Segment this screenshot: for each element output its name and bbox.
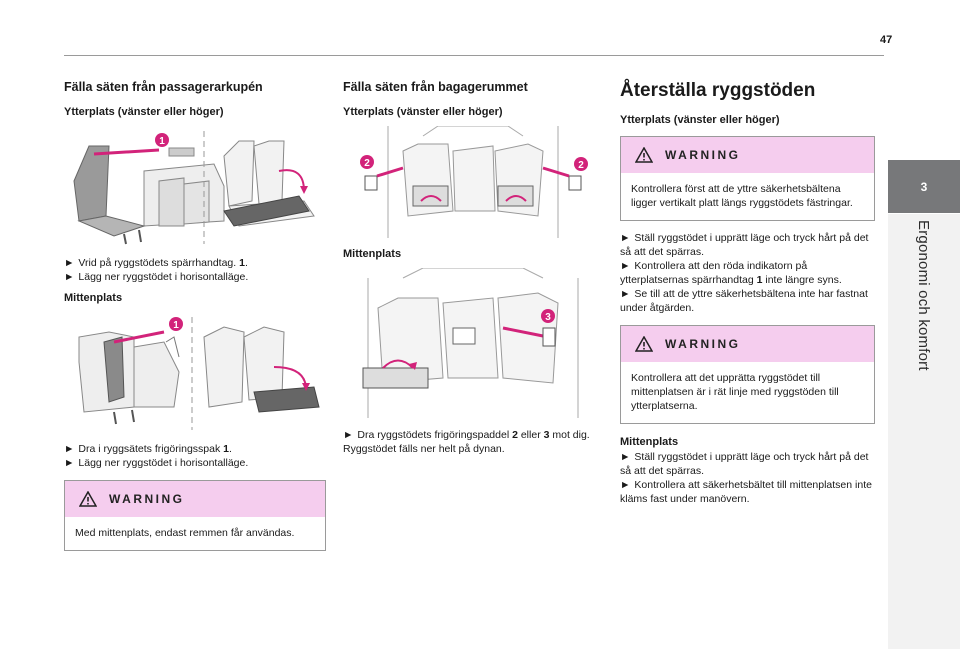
list-item: ►Vrid på ryggstödets spärrhandtag. 1.	[64, 257, 248, 269]
figure-callout: 3	[545, 312, 551, 323]
section-heading: Återställa ryggstöden	[620, 80, 816, 101]
subheading: Mittenplats	[343, 248, 402, 260]
subheading: Ytterplats (vänster eller höger)	[343, 106, 503, 118]
warning-text: Kontrollera att det upprätta ryggstödet …	[631, 372, 839, 412]
trunk-illustration-1: 2 2	[360, 126, 588, 238]
trunk-figure-middle: 3	[343, 268, 605, 418]
bullet-icon: ►	[620, 288, 631, 300]
warning-box: WARNING Med mittenplats, endast remmen f…	[64, 480, 326, 551]
warning-header: WARNING	[65, 481, 325, 517]
chapter-side-bar	[888, 214, 960, 649]
page-number: 47	[880, 34, 893, 46]
figure-callout: 1	[173, 320, 179, 331]
list-item: ►Kontrollera att säkerhetsbältet till mi…	[620, 479, 872, 505]
warning-box: WARNING Kontrollera att det upprätta ryg…	[620, 325, 875, 424]
list-item: ►Ställ ryggstödet i upprätt läge och try…	[620, 451, 869, 477]
trunk-illustration-2: 3	[362, 268, 579, 418]
warning-header: WARNING	[621, 137, 874, 173]
warning-text: Med mittenplats, endast remmen får använ…	[75, 527, 295, 539]
list-item: ►Se till att de yttre säkerhetsbältena i…	[620, 288, 868, 314]
subheading: Mittenplats	[64, 292, 123, 304]
warning-title: WARNING	[665, 337, 741, 351]
seat-illustration-2: 1	[78, 317, 320, 430]
trunk-figure-outer: 2 2	[343, 126, 605, 238]
warning-triangle-icon	[635, 336, 653, 352]
warning-header: WARNING	[621, 326, 874, 362]
bullet-icon: ►	[64, 443, 75, 455]
instruction-list-2: ►Dra i ryggsätets frigöringsspak 1. ►Läg…	[64, 442, 326, 470]
chapter-title-text: Ergonomi och komfort	[915, 220, 932, 371]
figure-callout: 1	[159, 136, 165, 147]
seat-figure-outer: 1	[64, 126, 326, 246]
seat-figure-middle: 1	[64, 312, 326, 432]
note-text: Ryggstödet fälls ner helt på dynan.	[343, 443, 505, 455]
list-item: ►Lägg ner ryggstödet i horisontalläge.	[64, 457, 249, 469]
warning-title: WARNING	[665, 148, 741, 162]
instruction-list-5: ►Ställ ryggstödet i upprätt läge och try…	[620, 450, 875, 506]
bullet-icon: ►	[620, 451, 631, 463]
column-1: Fälla säten från passagerarkupén Ytterpl…	[64, 80, 326, 551]
list-item: ►Dra ryggstödets frigöringspaddel 2 elle…	[343, 429, 590, 441]
instruction-list-1: ►Vrid på ryggstödets spärrhandtag. 1. ►L…	[64, 256, 326, 284]
figure-callout: 2	[364, 158, 370, 169]
bullet-icon: ►	[64, 257, 75, 269]
warning-triangle-icon	[79, 491, 97, 507]
section-heading: Fälla säten från bagagerummet	[343, 80, 528, 94]
bullet-icon: ►	[620, 260, 631, 272]
column-2: Fälla säten från bagagerummet Ytterplats…	[343, 80, 605, 456]
warning-text: Kontrollera först att de yttre säkerhets…	[631, 183, 853, 209]
column-3: Återställa ryggstöden Ytterplats (vänste…	[620, 80, 875, 506]
list-item: ►Dra i ryggsätets frigöringsspak 1.	[64, 443, 232, 455]
bullet-icon: ►	[343, 429, 354, 441]
seat-illustration-1: 1	[73, 131, 315, 245]
bullet-icon: ►	[620, 479, 631, 491]
warning-title: WARNING	[109, 492, 185, 506]
instruction-list-4: ►Ställ ryggstödet i upprätt läge och try…	[620, 231, 875, 315]
section-heading: Fälla säten från passagerarkupén	[64, 80, 263, 94]
list-item: ►Lägg ner ryggstödet i horisontalläge.	[64, 271, 249, 283]
figure-callout: 2	[578, 160, 584, 171]
instruction-list-3: ►Dra ryggstödets frigöringspaddel 2 elle…	[343, 428, 605, 442]
subheading: Mittenplats	[620, 436, 679, 448]
chapter-title: Ergonomi och komfort	[888, 214, 960, 414]
list-item: ►Kontrollera att den röda indikatorn på …	[620, 260, 842, 286]
chapter-tab[interactable]: 3	[888, 160, 960, 213]
subheading: Ytterplats (vänster eller höger)	[64, 106, 224, 118]
bullet-icon: ►	[620, 232, 631, 244]
bullet-icon: ►	[64, 271, 75, 283]
top-rule	[64, 55, 884, 56]
list-item: ►Ställ ryggstödet i upprätt läge och try…	[620, 232, 869, 258]
warning-triangle-icon	[635, 147, 653, 163]
bullet-icon: ►	[64, 457, 75, 469]
warning-box: WARNING Kontrollera först att de yttre s…	[620, 136, 875, 221]
subheading: Ytterplats (vänster eller höger)	[620, 114, 780, 126]
